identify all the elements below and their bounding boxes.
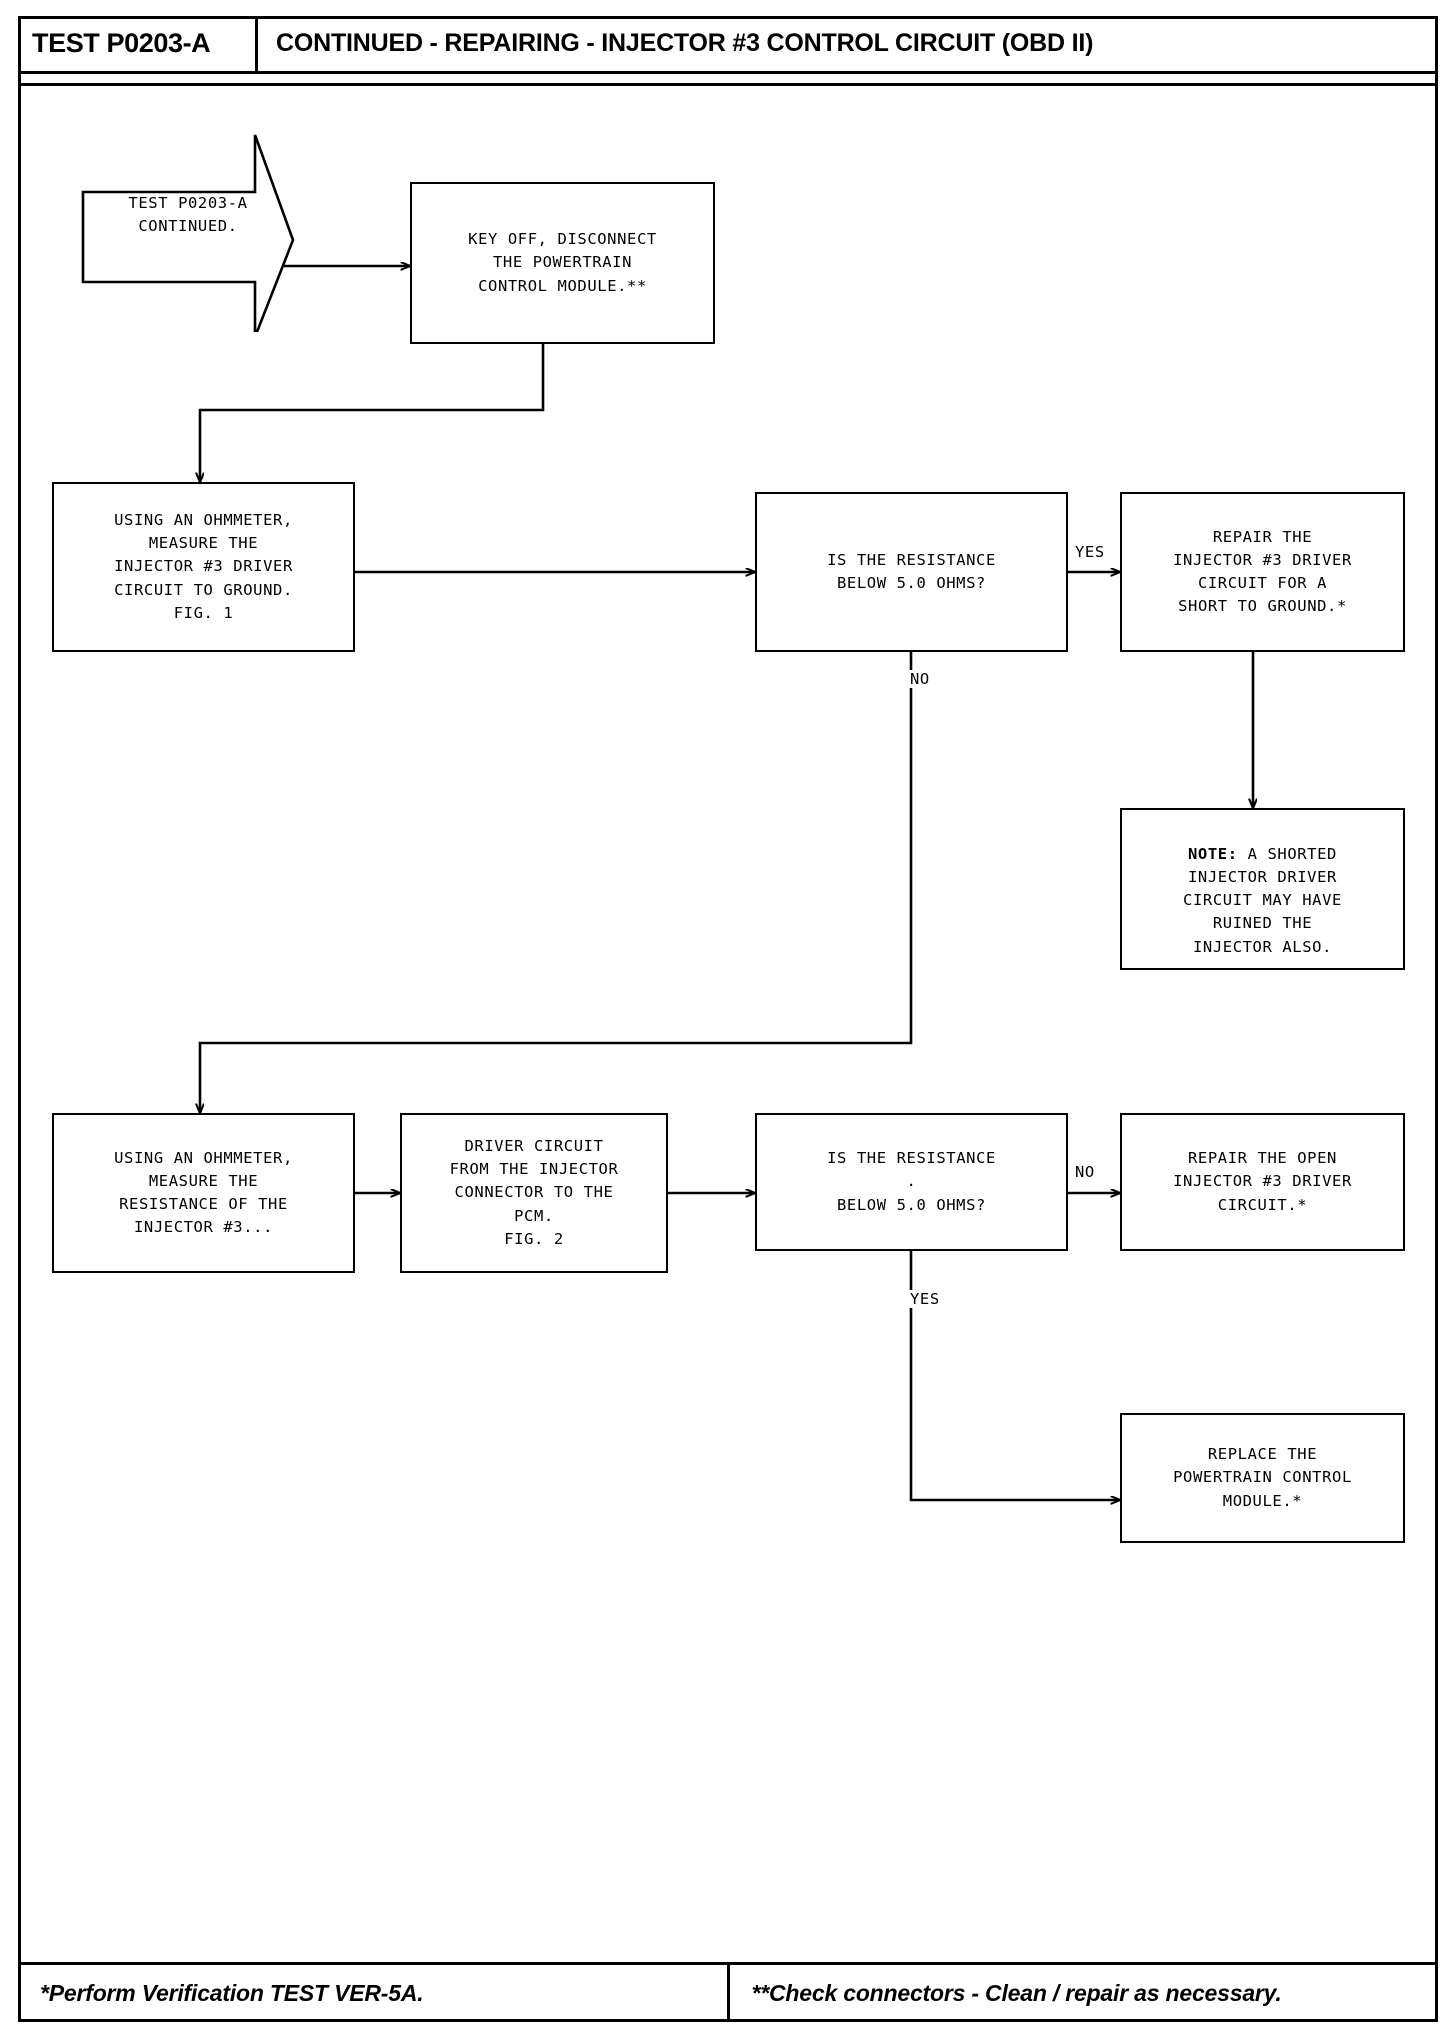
footer-note-connectors: **Check connectors - Clean / repair as n… (726, 1965, 1439, 2022)
start-node-shape: TEST P0203-A CONTINUED. (80, 134, 295, 332)
node-repair-short-to-ground: REPAIR THE INJECTOR #3 DRIVER CIRCUIT FO… (1120, 492, 1405, 652)
branch-label-yes-1: YES (1073, 543, 1107, 561)
node-decision-resistance-1: IS THE RESISTANCE BELOW 5.0 OHMS? (755, 492, 1068, 652)
node-key-off: KEY OFF, DISCONNECT THE POWERTRAIN CONTR… (410, 182, 715, 344)
note-text: A SHORTED INJECTOR DRIVER CIRCUIT MAY HA… (1183, 844, 1342, 956)
node-decision-resistance-2: IS THE RESISTANCE . BELOW 5.0 OHMS? (755, 1113, 1068, 1251)
branch-label-no-1: NO (908, 670, 932, 688)
start-arrow-outline (81, 134, 295, 332)
branch-label-yes-2: YES (908, 1290, 942, 1308)
branch-label-no-2: NO (1073, 1163, 1097, 1181)
page-header: TEST P0203-A CONTINUED - REPAIRING - INJ… (18, 16, 1438, 74)
header-test-code: TEST P0203-A (18, 16, 258, 71)
note-label: NOTE: (1187, 844, 1238, 863)
node-measure-ground: USING AN OHMMETER, MEASURE THE INJECTOR … (52, 482, 355, 652)
footer-note-verification: *Perform Verification TEST VER-5A. (40, 1980, 424, 2006)
node-note-shorted-injector: NOTE: A SHORTED INJECTOR DRIVER CIRCUIT … (1120, 808, 1405, 970)
node-repair-open-circuit: REPAIR THE OPEN INJECTOR #3 DRIVER CIRCU… (1120, 1113, 1405, 1251)
node-replace-pcm: REPLACE THE POWERTRAIN CONTROL MODULE.* (1120, 1413, 1405, 1543)
page-title: CONTINUED - REPAIRING - INJECTOR #3 CONT… (276, 29, 1094, 57)
header-rule (18, 74, 1438, 86)
node-measure-injector-resistance: USING AN OHMMETER, MEASURE THE RESISTANC… (52, 1113, 355, 1273)
node-driver-circuit-to-pcm: DRIVER CIRCUIT FROM THE INJECTOR CONNECT… (400, 1113, 668, 1273)
page-footer: *Perform Verification TEST VER-5A. **Che… (18, 1962, 1438, 2022)
start-node-label: TEST P0203-A CONTINUED. (128, 193, 248, 235)
